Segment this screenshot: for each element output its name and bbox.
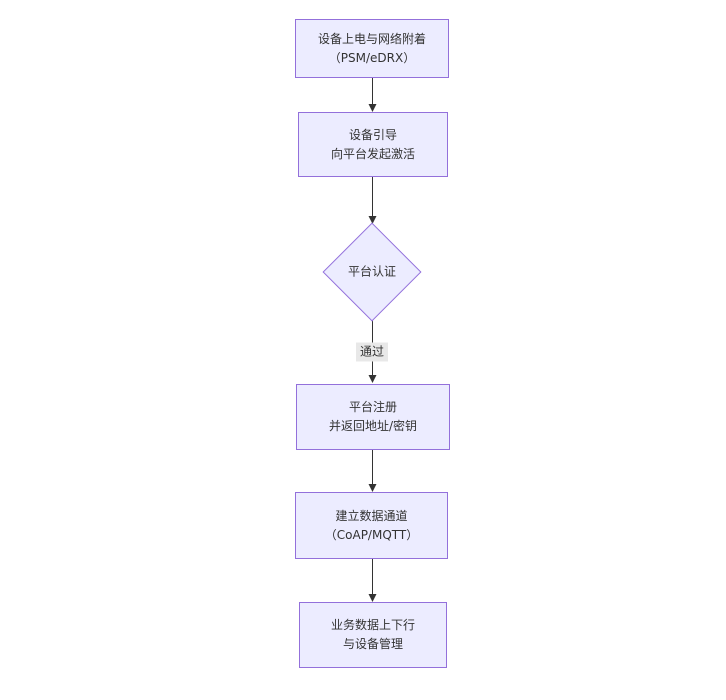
node-line: 建立数据通道 — [335, 508, 408, 523]
decision-platform-auth-label: 平台认证 — [347, 264, 397, 279]
node-line: 设备上电与网络附着 — [317, 31, 426, 46]
flow-node-power-network-attach: 设备上电与网络附着 （PSM/eDRX） — [295, 19, 449, 78]
node-line: （CoAP/MQTT） — [324, 527, 419, 542]
flow-node-platform-register: 平台注册 并返回地址/密钥 — [296, 384, 450, 450]
flow-node-business-data-mgmt: 业务数据上下行 与设备管理 — [299, 602, 447, 668]
node-line: 平台注册 — [348, 400, 397, 414]
node-line: 与设备管理 — [342, 637, 403, 651]
flow-node-bootstrap-activate: 设备引导 向平台发起激活 — [298, 112, 448, 177]
edge-label-pass: 通过 — [355, 342, 389, 362]
node-line: （PSM/eDRX） — [328, 50, 416, 65]
node-line: 设备引导 — [348, 127, 397, 142]
node-line: 向平台发起激活 — [330, 146, 415, 161]
node-line: 业务数据上下行 — [330, 618, 415, 632]
node-line: 并返回地址/密钥 — [328, 419, 418, 433]
flow-node-data-channel: 建立数据通道 （CoAP/MQTT） — [295, 492, 448, 559]
